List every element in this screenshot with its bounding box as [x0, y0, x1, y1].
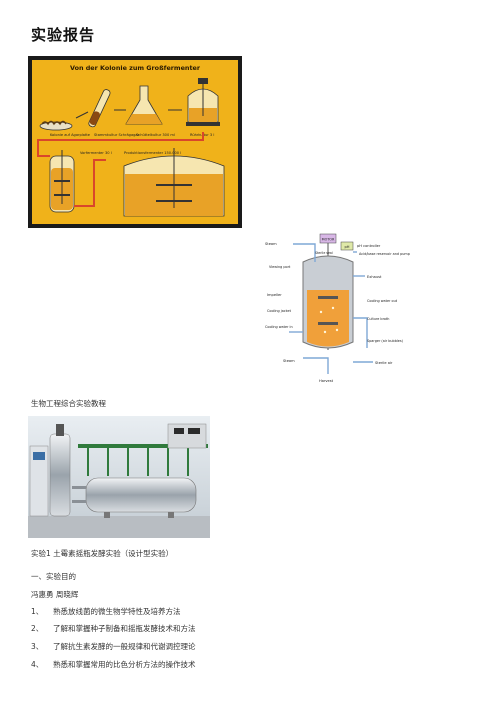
label-kolonie: Kolonie auf Agarplatte: [50, 133, 91, 137]
objective-item: 4、熟悉和掌握常用的比色分析方法的操作技术: [31, 659, 196, 670]
section-heading: 一、实验目的: [31, 572, 76, 581]
figure-colony-to-fermenter: Von der Kolonie zum Großfermenter Koloni…: [28, 56, 242, 228]
objective-text: 熟悉放线菌的微生物学特性及培养方法: [53, 607, 181, 616]
petri-dish-icon: [39, 120, 73, 131]
label-cooling-water-out: Cooling water out: [367, 299, 398, 303]
objective-number: 3、: [31, 642, 44, 651]
impeller-blade: [318, 322, 338, 325]
authors: 冯惠勇 周晓辉: [31, 590, 79, 599]
objective-item: 2、了解和掌握种子制备和摇瓶发酵技术和方法: [31, 623, 196, 634]
motor-label: MOTOR: [322, 238, 335, 242]
label-cooling-jacket: Cooling jacket: [267, 309, 292, 313]
label-exhaust: Exhaust: [367, 275, 382, 279]
label-harvest: Harvest: [319, 379, 334, 383]
figure1-title: Von der Kolonie zum Großfermenter: [70, 64, 201, 72]
arrow-icon: [75, 111, 89, 119]
textbook-title: 生物工程综合实验教程: [31, 399, 106, 408]
label-vorfermenter: Vorfermenter 30 l: [80, 151, 112, 155]
label-steam-top: Steam: [265, 242, 277, 246]
pre-fermenter-icon: [49, 150, 75, 213]
slant-tube-icon: [88, 89, 111, 128]
transfer-pipe: [74, 159, 106, 207]
objective-text: 了解抗生素发酵的一般规律和代谢调控理论: [53, 642, 196, 651]
objective-text: 了解和掌握种子制备和摇瓶发酵技术和方法: [53, 624, 196, 633]
label-viewing-port: Viewing port: [269, 265, 291, 269]
label-ph-controller: pH controller: [357, 244, 381, 248]
label-schuettelkultur: Schüttelkultur 300 ml: [136, 133, 175, 137]
production-fermenter-icon: [123, 148, 225, 217]
objective-item: 1、熟悉放线菌的微生物学特性及培养方法: [31, 606, 181, 617]
ph-label: pH: [345, 245, 350, 249]
report-title: 实验报告: [31, 26, 96, 44]
objective-item: 3、了解抗生素发酵的一般规律和代谢调控理论: [31, 641, 196, 652]
label-culture-broth: Culture broth: [367, 317, 389, 321]
objective-number: 4、: [31, 660, 44, 669]
label-stammkultur: Stammkultur Schrägagar: [94, 133, 140, 137]
label-acid-base: Acid/base reservoir and pump: [359, 252, 410, 256]
stirred-culture-icon: [186, 78, 220, 126]
label-impeller: Impeller: [267, 293, 282, 297]
figure-lab-fermenter-photo: [28, 416, 210, 538]
transfer-pipe: [37, 132, 204, 157]
figure-fermenter-schematic: MOTOR pH Steam Sterile seal pH controlle…: [263, 232, 415, 392]
culture-broth-fill: [307, 290, 349, 347]
objective-number: 2、: [31, 624, 44, 633]
objective-text: 熟悉和掌握常用的比色分析方法的操作技术: [53, 660, 196, 669]
label-produktionsfermenter: Produktionsfermenter 150.000 l: [124, 151, 181, 155]
label-cooling-water-in: Cooling water in: [265, 325, 293, 329]
label-sparger: Sparger (air bubbles): [367, 339, 404, 343]
experiment-title: 实验1 土霉素摇瓶发酵实验（设计型实验）: [31, 549, 174, 558]
impeller-blade: [318, 296, 338, 299]
shake-flask-icon: [125, 85, 163, 125]
label-steam-bottom: Steam: [283, 359, 295, 363]
label-sterile-air: Sterile air: [375, 361, 393, 365]
label-sterile-seal: Sterile seal: [315, 251, 333, 255]
objective-number: 1、: [31, 607, 44, 616]
